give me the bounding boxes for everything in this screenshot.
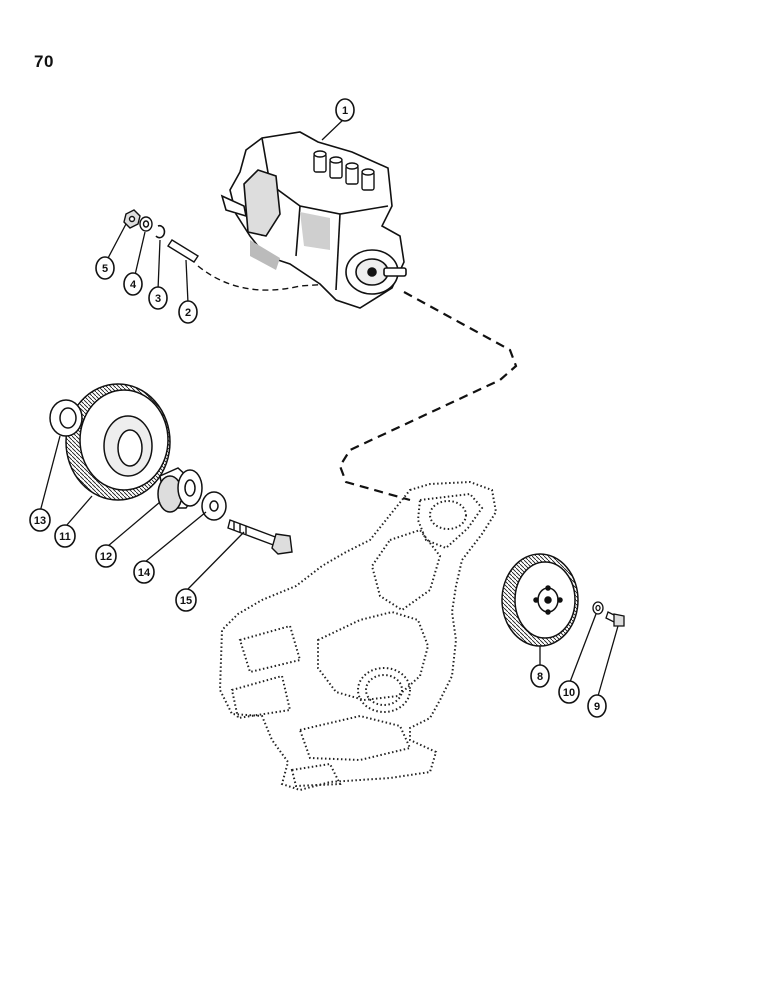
- timing-gear-housing: [218, 480, 498, 792]
- pump-drive-gear-icon[interactable]: [501, 553, 579, 647]
- callout-14[interactable]: 14: [133, 560, 155, 584]
- callout-10[interactable]: 10: [558, 680, 580, 704]
- callout-5[interactable]: 5: [95, 256, 115, 280]
- callout-1[interactable]: 1: [335, 98, 355, 122]
- alignment-line: [197, 265, 331, 291]
- callout-12[interactable]: 12: [95, 544, 117, 568]
- svg-text:9: 9: [594, 701, 600, 713]
- svg-text:2: 2: [185, 307, 191, 319]
- svg-text:13: 13: [34, 515, 46, 527]
- svg-text:12: 12: [100, 551, 112, 563]
- bushing-icon[interactable]: [157, 467, 203, 513]
- svg-text:10: 10: [563, 687, 575, 699]
- callout-13[interactable]: 13: [29, 508, 51, 532]
- page-number: 70: [34, 52, 54, 71]
- thrust-washer-icon[interactable]: [49, 399, 83, 437]
- idler-gear-icon[interactable]: [65, 383, 171, 501]
- callout-15[interactable]: 15: [175, 588, 197, 612]
- svg-text:11: 11: [59, 531, 71, 543]
- bolt-icon[interactable]: [227, 519, 293, 555]
- svg-text:1: 1: [342, 105, 348, 117]
- bolt-icon[interactable]: [605, 611, 625, 627]
- svg-text:15: 15: [180, 595, 192, 607]
- washer-icon[interactable]: [592, 601, 604, 615]
- svg-text:3: 3: [155, 293, 161, 305]
- leader-lines: [39, 117, 619, 697]
- callout-2[interactable]: 2: [178, 300, 198, 324]
- callout-8[interactable]: 8: [530, 664, 550, 688]
- alignment-line: [338, 291, 518, 502]
- svg-text:14: 14: [138, 567, 151, 579]
- callout-9[interactable]: 9: [587, 694, 607, 718]
- washer-icon[interactable]: [139, 216, 153, 232]
- svg-text:5: 5: [102, 263, 108, 275]
- lock-ring-icon[interactable]: [155, 224, 166, 239]
- washer-icon[interactable]: [201, 491, 227, 521]
- svg-text:4: 4: [130, 279, 137, 291]
- nut-icon[interactable]: [123, 209, 141, 229]
- injection-pump-icon[interactable]: [220, 131, 407, 309]
- dowel-pin-icon[interactable]: [167, 239, 199, 263]
- callout-3[interactable]: 3: [148, 286, 168, 310]
- callout-11[interactable]: 11: [54, 524, 76, 548]
- callout-4[interactable]: 4: [123, 272, 143, 296]
- svg-text:8: 8: [537, 671, 543, 683]
